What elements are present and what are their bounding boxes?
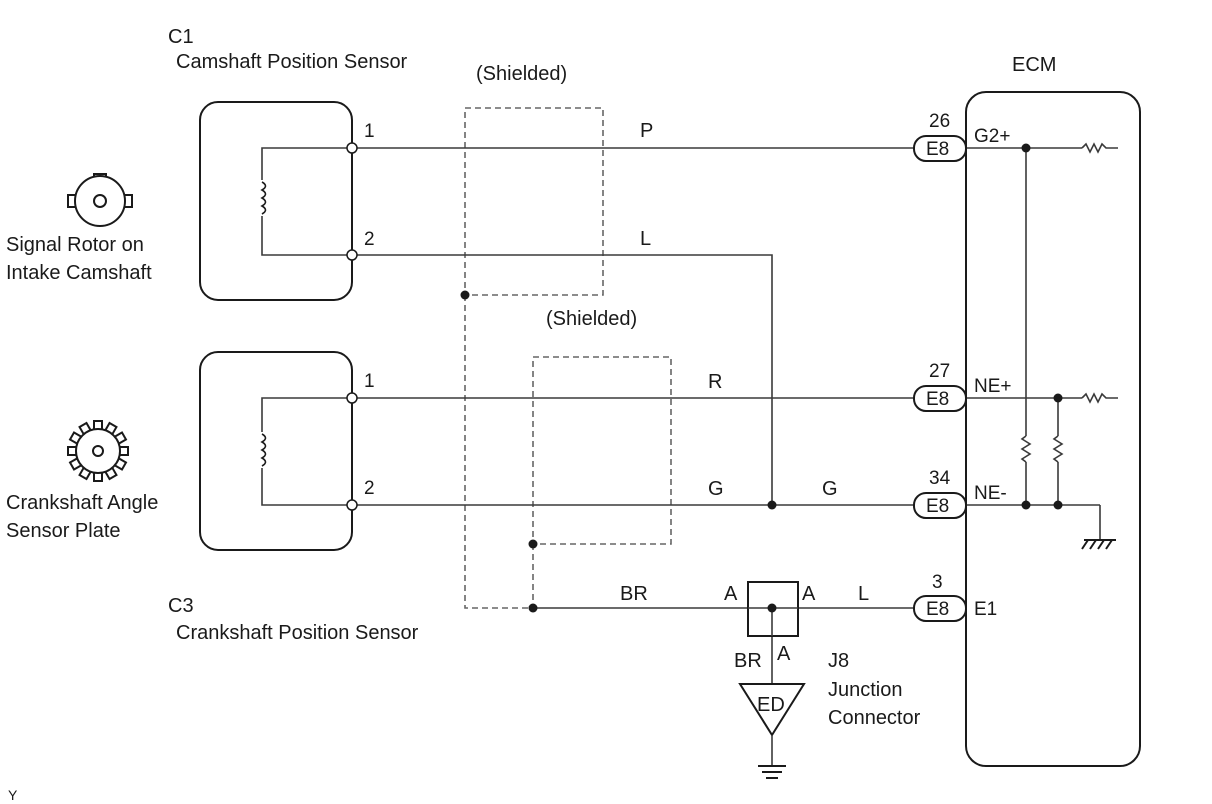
rotor-label-line1: Signal Rotor on: [6, 234, 144, 256]
c3-pin2-number: 2: [364, 478, 375, 499]
ecm-connector-pill-34: [913, 492, 967, 519]
ecm-connector-pill-26: [913, 135, 967, 162]
c3-pin1-terminal: [346, 392, 358, 404]
ecm-signal-ne-plus: NE+: [974, 376, 1012, 397]
wire-color-j8-to-ground: BR: [734, 650, 762, 672]
j8-pin-bottom: A: [777, 643, 791, 665]
ecm-box: [965, 91, 1141, 767]
ground-icon-bottom: [758, 765, 786, 779]
j8-pin-right: A: [802, 583, 816, 605]
ecm-pin-number-3: 3: [932, 572, 943, 593]
crank-label-line2: Sensor Plate: [6, 520, 121, 542]
ecm-connector-code-27: E8: [926, 389, 949, 410]
shield-label-bottom: (Shielded): [546, 308, 637, 330]
c1-pin2-terminal: [346, 249, 358, 261]
wire-color-shield-drain: BR: [620, 583, 648, 605]
c1-name: Camshaft Position Sensor: [176, 51, 408, 73]
c3-pin1-number: 1: [364, 371, 375, 392]
ecm-title: ECM: [1012, 54, 1056, 76]
ed-ground-label: ED: [757, 694, 785, 716]
ed-ground-triangle: [738, 683, 806, 737]
shield-dot-bottom: [528, 539, 538, 549]
shield-drain-top: [464, 295, 533, 609]
shield-label-top: (Shielded): [476, 63, 567, 85]
signal-rotor-icon: [67, 173, 133, 227]
rotor-label-line2: Intake Camshaft: [6, 262, 152, 284]
wire-color-c1-pin2: L: [640, 228, 651, 250]
ecm-signal-ne-minus: NE-: [974, 483, 1007, 504]
c1-coil-icon: [255, 180, 269, 216]
c3-coil-icon: [255, 432, 269, 468]
ecm-pin-number-27: 27: [929, 361, 950, 382]
wire-color-j8-to-ecm: L: [858, 583, 869, 605]
crank-label-line1: Crankshaft Angle: [6, 492, 158, 514]
ecm-connector-code-3: E8: [926, 599, 949, 620]
c1-sensor-body: [199, 101, 353, 301]
ecm-signal-e1: E1: [974, 599, 997, 620]
c1-pin2-number: 2: [364, 229, 375, 250]
wire-color-c1-pin1: P: [640, 120, 653, 142]
j8-label-line2: Connector: [828, 707, 921, 729]
ecm-connector-pill-3: [913, 595, 967, 622]
wire-color-c3-pin2-right: G: [822, 478, 838, 500]
j8-junction-dot: [767, 603, 777, 613]
c1-code: C1: [168, 26, 194, 48]
shield-dot-top: [460, 290, 470, 300]
ecm-connector-code-26: E8: [926, 139, 949, 160]
j8-code: J8: [828, 650, 849, 672]
ecm-connector-code-34: E8: [926, 496, 949, 517]
j8-connector-box: [747, 581, 799, 637]
ecm-internal-circuit: [966, 142, 1118, 540]
j8-label-line1: Junction: [828, 679, 903, 701]
wire-color-c3-pin2-left: G: [708, 478, 724, 500]
ecm-pin-number-26: 26: [929, 111, 950, 132]
j8-pin-left: A: [724, 583, 738, 605]
crankshaft-plate-icon: [67, 420, 129, 482]
shield-box-top: [464, 107, 604, 296]
ecm-pin-number-34: 34: [929, 468, 951, 489]
shield-box-bottom: [532, 356, 672, 545]
c1-pin1-terminal: [346, 142, 358, 154]
ecm-connector-pill-27: [913, 385, 967, 412]
c3-name: Crankshaft Position Sensor: [176, 622, 419, 644]
c1-pin1-number: 1: [364, 121, 375, 142]
c3-sensor-body: [199, 351, 353, 551]
splice-dot-g: [767, 500, 777, 510]
wire-color-c3-pin1: R: [708, 371, 722, 393]
chassis-ground-icon: [1081, 539, 1116, 550]
c3-pin2-terminal: [346, 499, 358, 511]
c3-code: C3: [168, 595, 194, 617]
ecm-signal-g2-plus: G2+: [974, 126, 1010, 147]
shield-dot-drain: [528, 603, 538, 613]
corner-mark: Y: [8, 787, 18, 803]
wire-c1-pin2: [352, 254, 773, 505]
